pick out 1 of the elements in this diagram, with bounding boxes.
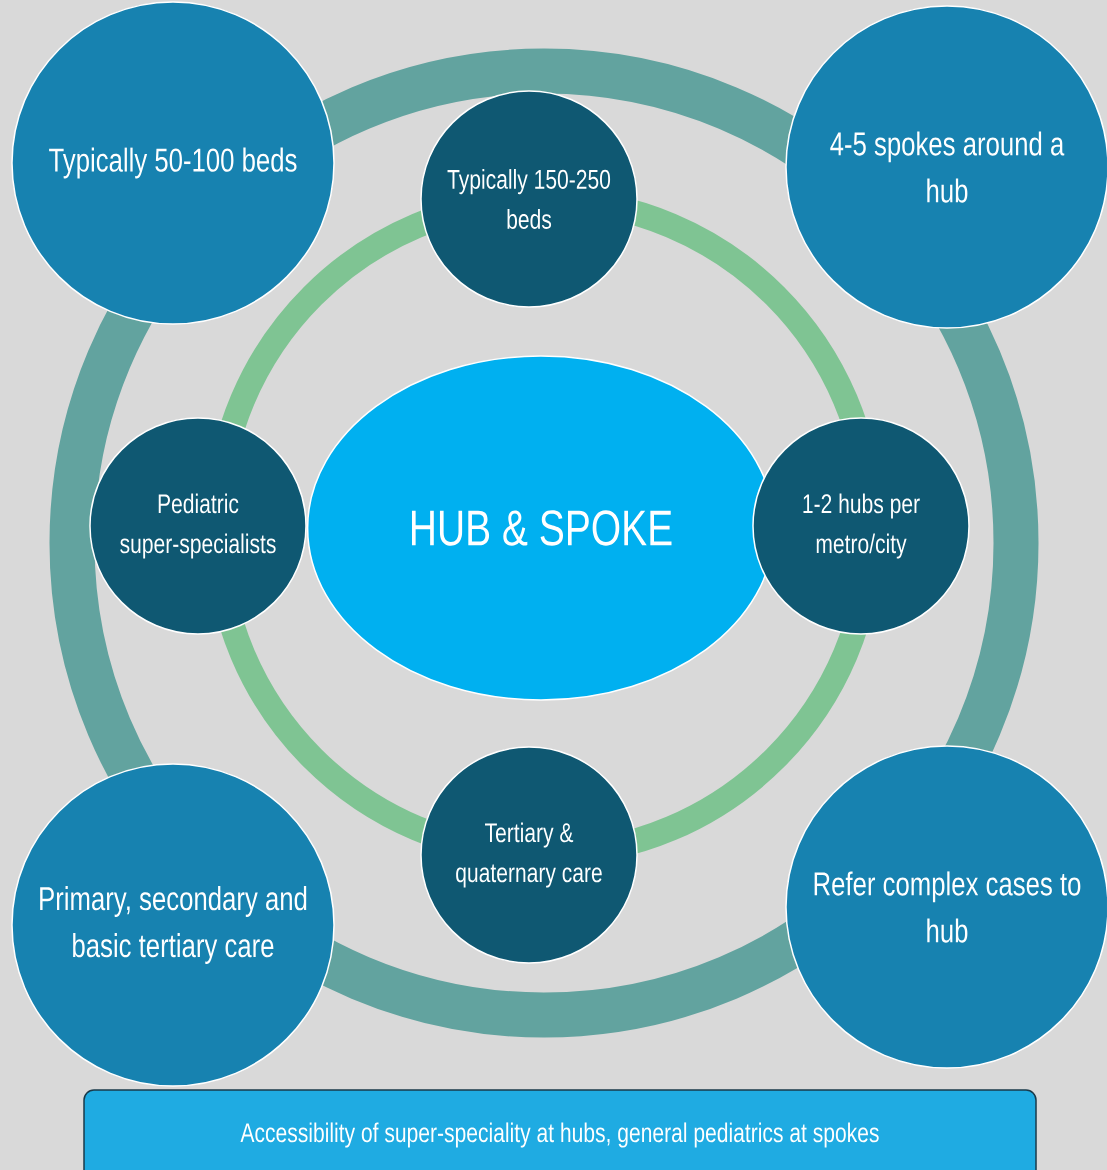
summary-banner: Accessibility of super-speciality at hubs, general pediatrics at spokes	[83, 1089, 1037, 1170]
